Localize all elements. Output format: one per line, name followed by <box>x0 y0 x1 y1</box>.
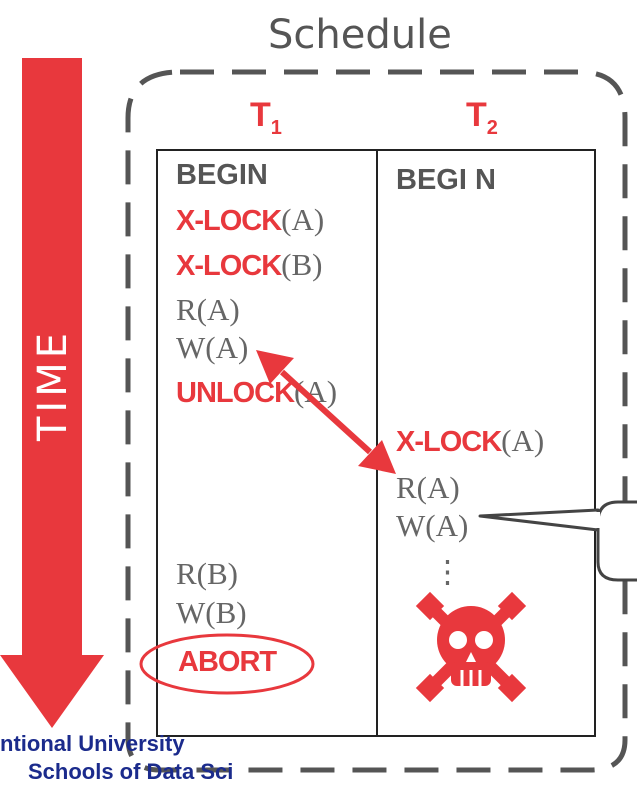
double-arrow-icon <box>256 350 396 474</box>
skull-crossbones-icon <box>415 591 527 703</box>
abort-circle <box>139 633 315 695</box>
t2-xlock-a: X-LOCK(A) <box>396 423 545 459</box>
t1-header: T1 <box>250 96 282 140</box>
t1-abort: ABORT <box>178 646 277 678</box>
t1-write-a: W(A) <box>176 330 249 365</box>
t1-name: T <box>250 96 271 134</box>
t2-header: T2 <box>466 96 498 140</box>
footer-line-1: ntional University <box>0 731 185 756</box>
t2-read-a: R(A) <box>396 470 460 505</box>
t1-xlock-b: X-LOCK(B) <box>176 247 323 283</box>
t1-unlock-a: UNLOCK(A) <box>176 374 338 410</box>
t1-write-b: W(B) <box>176 595 247 630</box>
callout-bubble <box>478 500 637 582</box>
t2-name: T <box>466 96 487 134</box>
t2-subscript: 2 <box>486 117 498 139</box>
t2-ellipsis: ⋮ <box>432 554 463 589</box>
t1-read-b: R(B) <box>176 556 238 591</box>
footer-line-2: Schools of Data Sci <box>28 759 234 784</box>
t2-begin: BEGI N <box>396 164 496 196</box>
t1-read-a: R(A) <box>176 292 240 327</box>
t1-subscript: 1 <box>270 117 282 139</box>
t1-begin: BEGIN <box>176 159 268 191</box>
t2-write-a: W(A) <box>396 508 469 543</box>
schedule-title: Schedule <box>268 12 452 58</box>
t1-xlock-a: X-LOCK(A) <box>176 202 325 238</box>
